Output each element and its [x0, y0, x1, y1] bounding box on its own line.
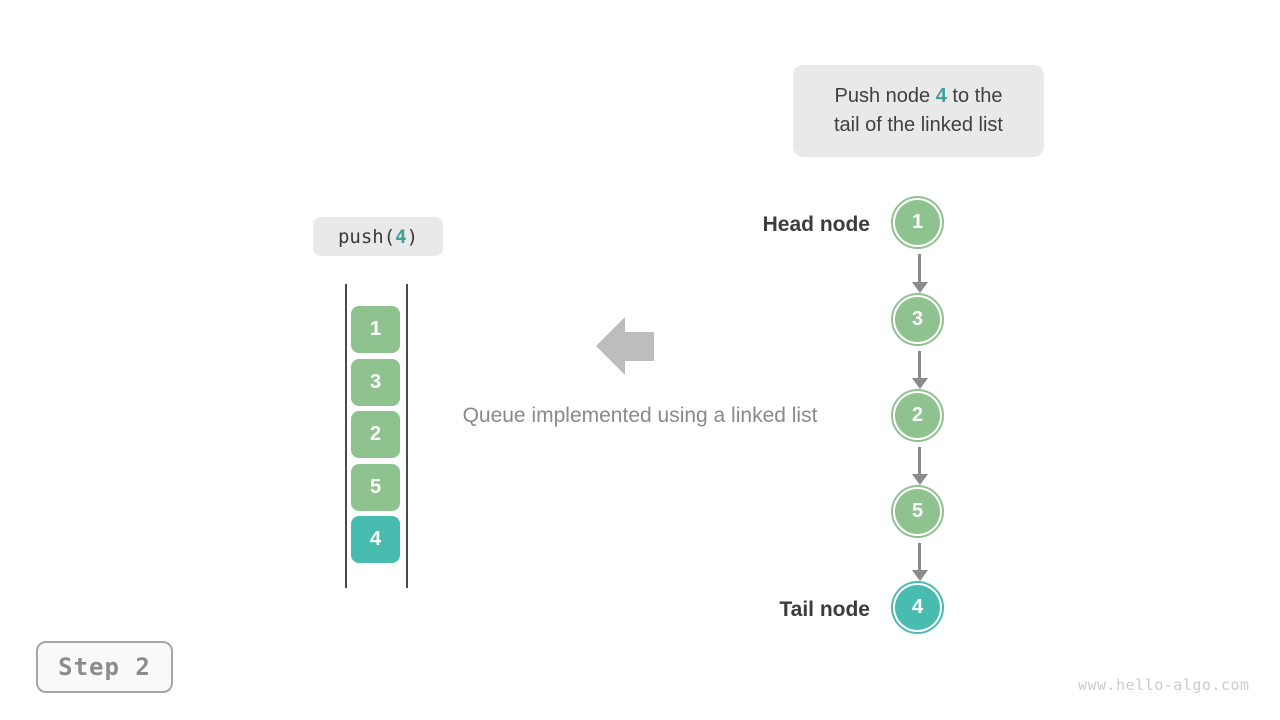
list-node-1: 1	[891, 196, 944, 249]
list-node-3: 3	[891, 293, 944, 346]
linked-list: 1 3 2 5 4	[891, 196, 949, 639]
queue-stack-left-rail	[345, 284, 347, 588]
list-arrow-line	[918, 351, 921, 378]
list-arrow-head	[912, 474, 928, 485]
list-arrow-line	[918, 543, 921, 570]
step-badge: Step 2	[36, 641, 173, 693]
list-arrow-line	[918, 447, 921, 474]
list-arrow-line	[918, 254, 921, 282]
caption-text: Queue implemented using a linked list	[462, 404, 818, 427]
callout-line1-prefix: Push node	[834, 85, 936, 107]
callout-push-node: Push node 4 to the tail of the linked li…	[793, 65, 1044, 157]
queue-item-4: 4	[351, 516, 400, 563]
list-arrow-head	[912, 282, 928, 293]
list-node-value: 5	[895, 489, 940, 534]
head-node-label: Head node	[762, 213, 870, 236]
push-label-arg: 4	[395, 225, 407, 248]
list-node-value: 3	[895, 297, 940, 342]
list-node-value: 2	[895, 393, 940, 438]
callout-text: Push node 4 to the tail of the linked li…	[834, 82, 1003, 140]
list-node-value: 4	[895, 585, 940, 630]
push-label-suffix: )	[406, 225, 419, 248]
callout-line1-suffix: to the	[946, 85, 1003, 107]
queue-item-1: 1	[351, 306, 400, 353]
list-node-5: 5	[891, 485, 944, 538]
list-node-4: 4	[891, 581, 944, 634]
queue-item-5: 5	[351, 463, 400, 511]
tail-node-label: Tail node	[779, 598, 870, 621]
queue-stack-right-rail	[406, 284, 408, 588]
list-arrow-head	[912, 378, 928, 389]
left-arrow-icon	[596, 317, 654, 375]
step-badge-label: Step 2	[58, 653, 151, 681]
queue-item-3: 3	[351, 358, 400, 406]
push-label-prefix: push(	[337, 225, 396, 248]
queue-stack: 1 3 2 5 4	[345, 284, 408, 588]
watermark-text: www.hello-algo.com	[1078, 676, 1250, 694]
list-node-value: 1	[895, 200, 940, 245]
callout-line2: tail of the linked list	[834, 114, 1003, 136]
callout-highlight-value: 4	[935, 85, 947, 107]
queue-item-2: 2	[351, 411, 400, 458]
list-arrow-head	[912, 570, 928, 581]
push-operation-label: push(4)	[313, 217, 443, 256]
list-node-2: 2	[891, 389, 944, 442]
